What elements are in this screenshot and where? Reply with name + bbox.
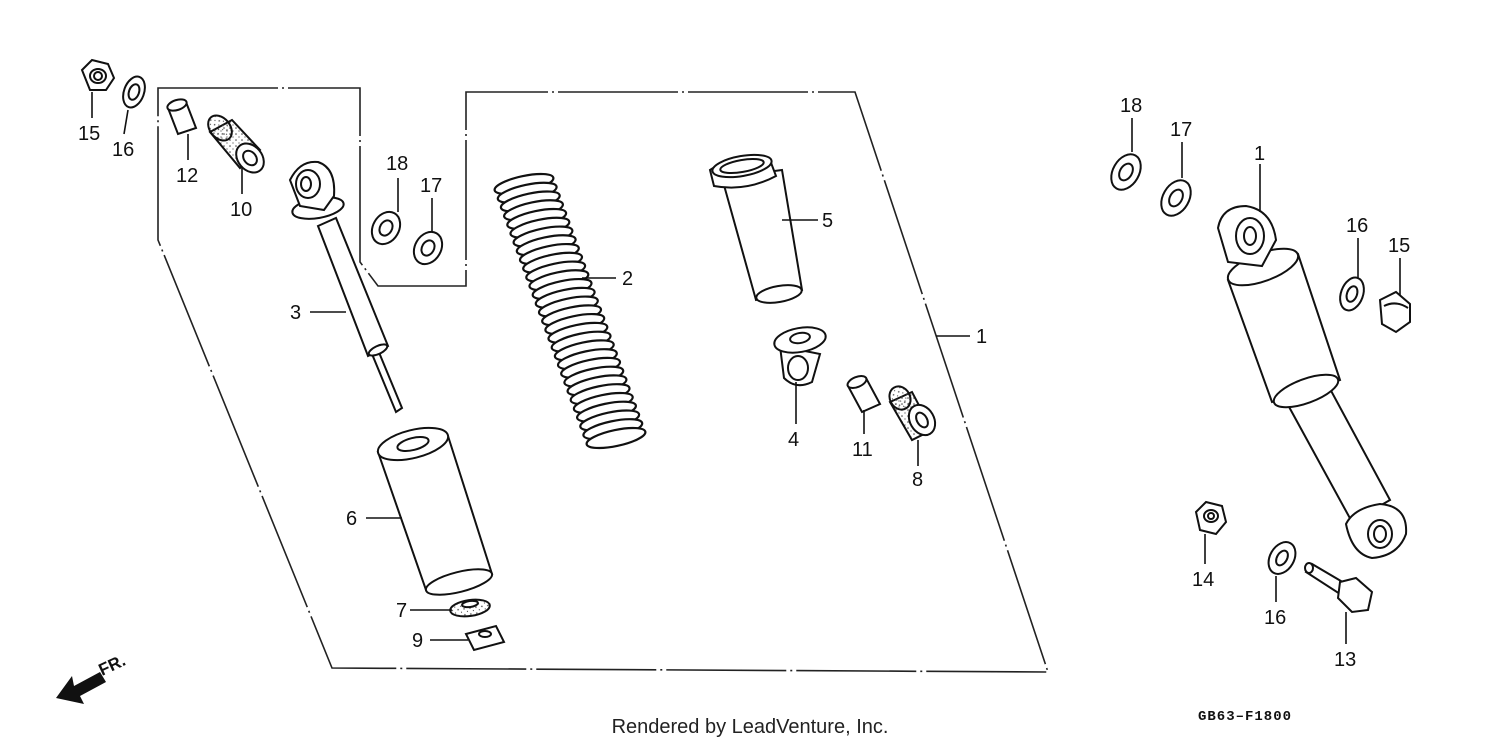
label-12: 12: [176, 165, 198, 187]
label-1-left: 1: [976, 326, 987, 348]
washer-18-right: [1110, 153, 1142, 191]
nut-14: [1194, 500, 1228, 536]
label-18-left: 18: [386, 153, 408, 175]
label-8: 8: [912, 469, 923, 491]
label-5: 5: [822, 210, 833, 232]
spring-coil-turn: [585, 426, 647, 450]
upper-cover-5: [708, 153, 804, 304]
label-7: 7: [396, 600, 407, 622]
label-17-right: 17: [1170, 119, 1192, 141]
bolt-13: [1304, 562, 1374, 614]
collar-11: [846, 375, 882, 414]
damper-rod-3: [288, 160, 404, 414]
rubber-7: [449, 598, 491, 618]
label-14: 14: [1192, 569, 1214, 591]
label-18-right: 18: [1120, 95, 1142, 117]
label-4: 4: [788, 429, 799, 451]
part-number-labels: 15 16 12 10 3 18 17 2 5 1 4 11 8 6 7 9 1…: [78, 95, 1410, 671]
label-9: 9: [412, 630, 423, 652]
rubber-bush-8: [888, 385, 937, 442]
label-6: 6: [346, 508, 357, 530]
lower-cover-6: [376, 426, 494, 596]
label-3: 3: [290, 302, 301, 324]
label-13: 13: [1334, 649, 1356, 671]
washer-16-right: [1339, 276, 1365, 312]
label-11: 11: [852, 439, 873, 461]
cap-nut-15-right: [1378, 290, 1411, 334]
spring-seat-4: [773, 326, 827, 387]
front-direction-indicator: FR.: [56, 651, 129, 704]
collar-12: [166, 98, 198, 136]
rear-shock-assembly-1: [1216, 204, 1408, 560]
assembly-boundary-line: [157, 87, 1050, 673]
rubber-bush-10: [207, 114, 265, 174]
render-credit: Rendered by LeadVenture, Inc.: [611, 716, 889, 738]
pad-9: [464, 624, 506, 652]
washer-17: [412, 230, 444, 266]
washer-16: [122, 75, 146, 109]
leader-lines: [91, 92, 1401, 644]
label-15-right: 15: [1388, 235, 1410, 257]
label-17-left: 17: [420, 175, 442, 197]
front-arrow-icon: [56, 672, 106, 704]
washer-18: [370, 210, 402, 246]
label-16-left: 16: [112, 139, 134, 161]
label-10: 10: [230, 199, 252, 221]
washer-16-lower: [1267, 541, 1297, 575]
cap-nut-15: [80, 58, 116, 91]
label-16-right: 16: [1346, 215, 1368, 237]
label-1-right: 1: [1254, 143, 1265, 165]
label-2: 2: [622, 268, 633, 290]
diagram-code: GB63–F1800: [1198, 709, 1293, 725]
label-15-left: 15: [78, 123, 100, 145]
washer-17-right: [1160, 179, 1192, 217]
label-16-lower: 16: [1264, 607, 1286, 629]
coil-spring-2: [493, 172, 647, 450]
